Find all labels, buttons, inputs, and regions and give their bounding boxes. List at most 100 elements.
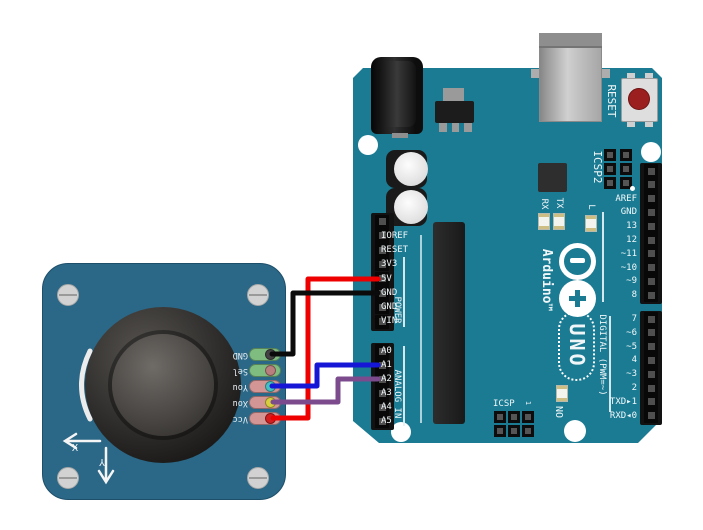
power-barrel-jack-tab xyxy=(392,133,408,138)
l-led xyxy=(585,215,597,232)
icsp2-pin[interactable] xyxy=(620,149,632,161)
reset-button[interactable] xyxy=(621,78,658,122)
wire-vcc-to-5v[interactable] xyxy=(270,276,381,421)
icsp2-pin[interactable] xyxy=(604,177,616,189)
icsp-pin[interactable] xyxy=(508,411,520,423)
voltage-regulator-leg xyxy=(439,123,447,132)
icsp-pin[interactable] xyxy=(494,411,506,423)
screw-hole xyxy=(247,284,269,306)
header-pin[interactable] xyxy=(375,228,389,243)
l-label: L xyxy=(586,204,597,210)
rx-label: RX xyxy=(539,198,550,210)
mounting-hole xyxy=(641,142,661,162)
digital-bottom-bracket-line xyxy=(609,316,611,412)
header-pin[interactable] xyxy=(644,367,658,382)
analog-group-label: ANALOG IN xyxy=(392,369,403,419)
joystick-knob[interactable] xyxy=(112,334,214,436)
icsp2-pin[interactable] xyxy=(620,177,632,189)
header-pin[interactable] xyxy=(375,300,389,315)
header-pin[interactable] xyxy=(375,400,389,414)
header-pin[interactable] xyxy=(644,312,658,326)
header-pin[interactable] xyxy=(644,233,658,247)
power-barrel-jack-body xyxy=(378,61,416,127)
icsp2-label: ICSP2 xyxy=(591,150,605,184)
icsp2-pin[interactable] xyxy=(620,163,632,175)
reset-button-tab xyxy=(645,121,653,127)
header-pin[interactable] xyxy=(644,381,658,395)
silkscreen-line xyxy=(420,235,422,423)
analog-bracket-line xyxy=(403,346,405,426)
header-pin[interactable] xyxy=(644,260,658,275)
digital-header-bottom[interactable] xyxy=(640,311,662,425)
header-pin[interactable] xyxy=(644,353,658,368)
header-pin[interactable] xyxy=(644,325,658,340)
wire-yout-to-a1[interactable] xyxy=(269,362,381,389)
reset-button-tab xyxy=(627,121,635,127)
header-pin[interactable] xyxy=(644,274,658,289)
icsp-label: ICSP xyxy=(493,399,515,409)
header-pin[interactable] xyxy=(375,271,389,286)
header-pin[interactable] xyxy=(644,408,658,423)
header-pin[interactable] xyxy=(375,414,389,428)
header-pin[interactable] xyxy=(644,288,658,303)
header-pin[interactable] xyxy=(644,164,658,178)
header-pin[interactable] xyxy=(644,394,658,409)
header-pin[interactable] xyxy=(644,339,658,354)
reset-label: RESET xyxy=(605,84,619,118)
reset-button-tab xyxy=(627,73,635,79)
header-pin[interactable] xyxy=(375,344,389,358)
tx-label: TX xyxy=(554,197,565,209)
mounting-hole xyxy=(391,422,411,442)
arduino-logo-minus-loop xyxy=(559,243,596,280)
mounting-hole xyxy=(564,420,586,442)
icsp2-pin[interactable] xyxy=(604,163,616,175)
uno-badge-outline xyxy=(558,311,595,381)
header-pin[interactable] xyxy=(375,257,389,272)
header-pin[interactable] xyxy=(375,314,389,329)
header-pin[interactable] xyxy=(644,219,658,234)
icsp-pin[interactable] xyxy=(494,425,506,437)
header-pin[interactable] xyxy=(644,246,658,261)
x-axis-label: X xyxy=(72,443,79,454)
screw-hole xyxy=(247,467,269,489)
atmega-dip-chip xyxy=(433,222,465,424)
header-pin[interactable] xyxy=(375,243,389,258)
voltage-regulator-leg xyxy=(464,123,472,132)
power-header[interactable] xyxy=(371,213,394,331)
on-label: ON xyxy=(555,405,566,419)
header-pin[interactable] xyxy=(375,358,389,372)
power-group-label: POWER xyxy=(392,296,403,324)
tx-led xyxy=(553,213,565,230)
capacitor-top xyxy=(394,190,428,224)
header-pin[interactable] xyxy=(644,205,658,220)
icsp2-pin[interactable] xyxy=(604,149,616,161)
header-pin[interactable] xyxy=(644,191,658,206)
header-pin[interactable] xyxy=(375,286,389,300)
arduino-logo-plus xyxy=(575,290,580,307)
icsp2-pin1-dot xyxy=(630,186,635,191)
icsp-pin[interactable] xyxy=(508,425,520,437)
arduino-logo-minus xyxy=(570,258,585,263)
usb-tab-right xyxy=(602,69,610,78)
mounting-hole xyxy=(358,135,378,155)
reset-button-tab xyxy=(645,73,653,79)
header-pin[interactable] xyxy=(375,372,389,386)
digital-header-top[interactable] xyxy=(640,163,662,304)
usb-interface-chip xyxy=(538,163,567,192)
usb-connector-cap xyxy=(539,33,602,48)
analog-header[interactable] xyxy=(371,343,394,430)
header-pin[interactable] xyxy=(375,214,389,229)
icsp-pin[interactable] xyxy=(522,411,534,423)
header-pin[interactable] xyxy=(644,177,658,192)
icsp-pin1-label: 1 xyxy=(524,400,533,406)
digital-top-bracket-line xyxy=(602,212,604,302)
reset-button-cap[interactable] xyxy=(628,88,650,110)
screw-hole xyxy=(57,467,79,489)
wire-gnd-to-gnd[interactable] xyxy=(269,290,381,357)
header-pin[interactable] xyxy=(375,386,389,400)
uno-model-text: UNO xyxy=(565,323,589,369)
icsp-pin[interactable] xyxy=(522,425,534,437)
wire-xout-to-a2[interactable] xyxy=(270,376,381,405)
power-bracket-line xyxy=(403,257,405,327)
usb-tab-left xyxy=(531,69,539,78)
